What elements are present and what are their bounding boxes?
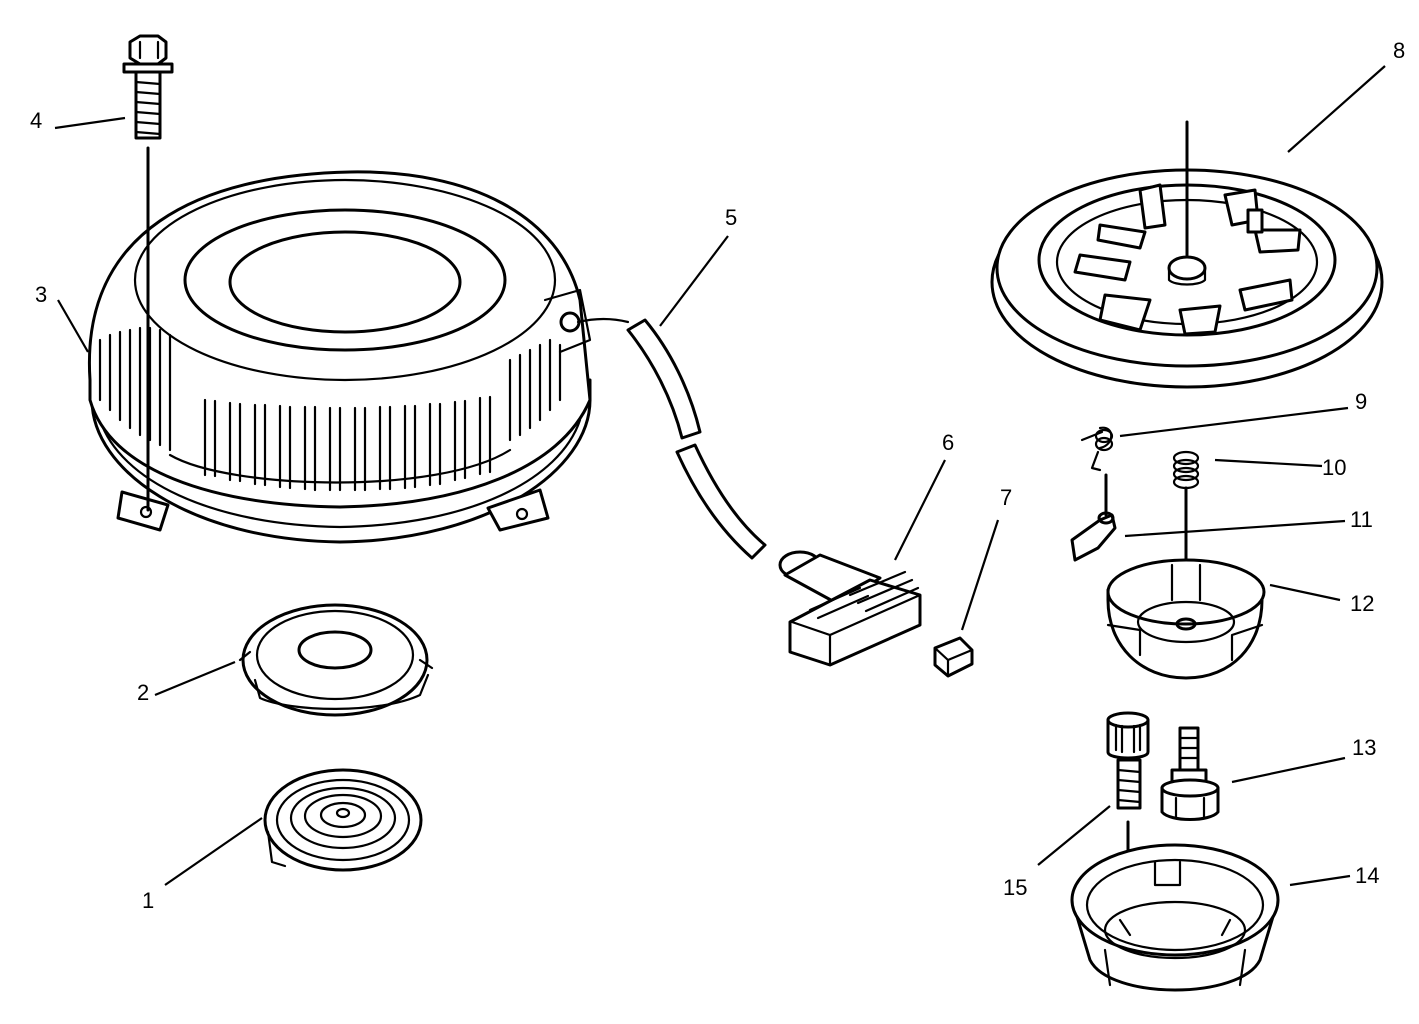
callout-9: 9: [1355, 389, 1367, 414]
callout-8: 8: [1393, 38, 1405, 63]
retainer-screw: [1106, 711, 1150, 862]
starter-pulley: [990, 120, 1384, 389]
callout-labels: 1 2 3 4 5 6 7 8 9 10 11 12 13 14 15: [30, 38, 1405, 913]
recoil-spring: [263, 768, 423, 872]
starter-housing: [87, 170, 592, 544]
starter-rope: [576, 317, 767, 560]
callout-4: 4: [30, 108, 42, 133]
callout-12: 12: [1350, 591, 1374, 616]
rope-clip: [933, 636, 974, 678]
housing-bolt: [122, 34, 174, 512]
leader-lines: [54, 65, 1386, 887]
starter-pawl: [1070, 511, 1117, 562]
callout-14: 14: [1355, 863, 1379, 888]
callout-6: 6: [942, 430, 954, 455]
callout-15: 15: [1003, 875, 1027, 900]
callout-5: 5: [725, 205, 737, 230]
callout-10: 10: [1322, 455, 1346, 480]
spring-cover: [238, 603, 434, 717]
pawl-spring: [1080, 426, 1114, 517]
callout-1: 1: [142, 888, 154, 913]
callout-3: 3: [35, 282, 47, 307]
drive-cup: [1070, 843, 1280, 992]
drive-stud: [1160, 726, 1220, 821]
callout-11: 11: [1350, 507, 1373, 532]
pawl-retainer: [1106, 558, 1266, 680]
callout-13: 13: [1352, 735, 1376, 760]
callout-2: 2: [137, 680, 149, 705]
callout-7: 7: [1000, 485, 1012, 510]
starter-handle: [778, 550, 922, 667]
